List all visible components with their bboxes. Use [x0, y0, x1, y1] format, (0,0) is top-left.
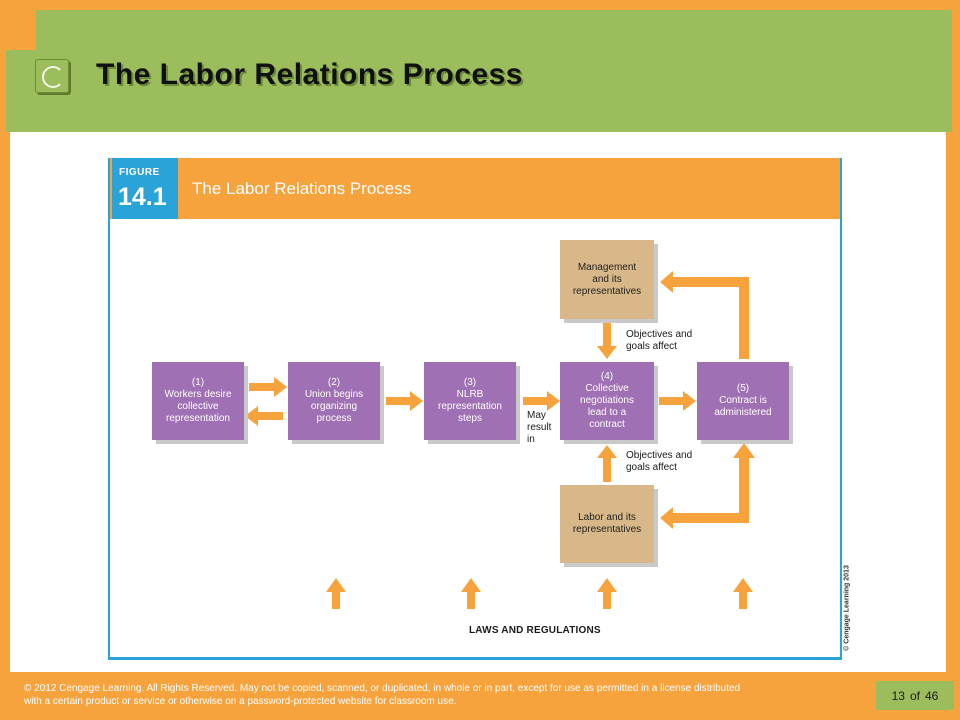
management-line: Management [577, 261, 637, 273]
law-arrow [461, 578, 481, 609]
labor-line: representatives [572, 524, 642, 535]
step-3-line: (3) [463, 377, 477, 388]
objectives-bottom-line: goals affect [626, 462, 677, 473]
step-5-line: administered [714, 407, 772, 418]
objectives-top-label: Objectives and goals affect [626, 329, 692, 353]
step-3-line: representation [438, 401, 502, 412]
arrow-4-to-5 [659, 391, 696, 411]
figure-copyright-text: © Cengage Learning 2013 [843, 565, 851, 651]
figure-badge: FIGURE 14.1 [112, 158, 178, 219]
page-of: of [909, 688, 920, 703]
step-2-line: Union begins [304, 389, 364, 400]
step-2-line: (2) [327, 377, 341, 388]
step-2-box: (2) Union begins organizing process [288, 362, 380, 440]
figure-label: FIGURE [119, 167, 160, 178]
step-1-line: Workers desire [164, 389, 232, 400]
slide-bullet-icon [35, 59, 69, 93]
step-1-box: (1) Workers desire collective representa… [152, 362, 244, 440]
step-1-line: (1) [191, 377, 205, 388]
arrow-1-to-2 [249, 377, 287, 397]
figure-number: 14.1 [118, 183, 167, 211]
arrow-5-to-management [660, 271, 749, 359]
slide-header [6, 10, 952, 132]
step-5-line: Contract is [719, 395, 767, 406]
figure-title: The Labor Relations Process [192, 179, 412, 198]
step-4-line: Collective [585, 383, 629, 394]
objectives-bottom-label: Objectives and goals affect [626, 450, 692, 474]
arrow-management-to-4 [597, 322, 617, 359]
arrow-3-to-4 [523, 391, 560, 411]
step-4-line: lead to a [587, 407, 627, 418]
step-4-line: negotiations [580, 395, 634, 406]
step-2-line: process [316, 413, 352, 424]
footer-copyright: © 2012 Cengage Learning. All Rights Rese… [24, 683, 741, 707]
step-2-line: organizing [310, 401, 358, 412]
labor-box: Labor and its representatives [560, 485, 654, 563]
page-current: 13 [891, 688, 905, 703]
management-box: Management and its representatives [560, 240, 654, 319]
objectives-bottom-line: Objectives and [626, 450, 693, 461]
labor-line: Labor and its [578, 512, 636, 523]
page-counter: 13 of 46 [876, 681, 954, 710]
step-3-line: steps [458, 413, 482, 424]
arrow-2-to-3 [386, 391, 423, 411]
laws-label: LAWS AND REGULATIONS [469, 625, 601, 636]
page-total: 46 [925, 688, 939, 703]
law-arrow [733, 578, 753, 609]
step-4-line: (4) [600, 371, 614, 382]
may-result-line: May [527, 410, 546, 421]
step-3-box: (3) NLRB representation steps [424, 362, 516, 440]
figure-copyright: © Cengage Learning 2013 [842, 558, 852, 658]
objectives-top-line: Objectives and [626, 329, 693, 340]
circle-icon [42, 66, 64, 88]
may-result-label: May result in [527, 410, 551, 446]
arrow-5-to-labor [660, 443, 755, 529]
step-1-line: representation [166, 413, 230, 424]
law-arrow [326, 578, 346, 609]
objectives-top-line: goals affect [626, 341, 677, 352]
management-line: representatives [572, 285, 642, 297]
step-5-box: (5) Contract is administered [697, 362, 789, 440]
may-result-line: result [527, 422, 552, 433]
step-4-box: (4) Collective negotiations lead to a co… [560, 362, 654, 440]
step-3-line: NLRB [456, 389, 484, 400]
header-corner [6, 10, 36, 50]
slide-title: The Labor Relations Process [96, 58, 523, 91]
step-4-line: contract [589, 419, 625, 430]
law-arrow [597, 578, 617, 609]
arrow-labor-to-4 [597, 445, 617, 482]
figure-header: FIGURE 14.1 The Labor Relations Process [110, 158, 840, 219]
management-line: and its [592, 273, 622, 285]
step-1-line: collective [177, 401, 219, 412]
may-result-line: in [527, 434, 535, 445]
step-5-line: (5) [736, 383, 750, 394]
arrow-2-to-1 [245, 406, 283, 426]
